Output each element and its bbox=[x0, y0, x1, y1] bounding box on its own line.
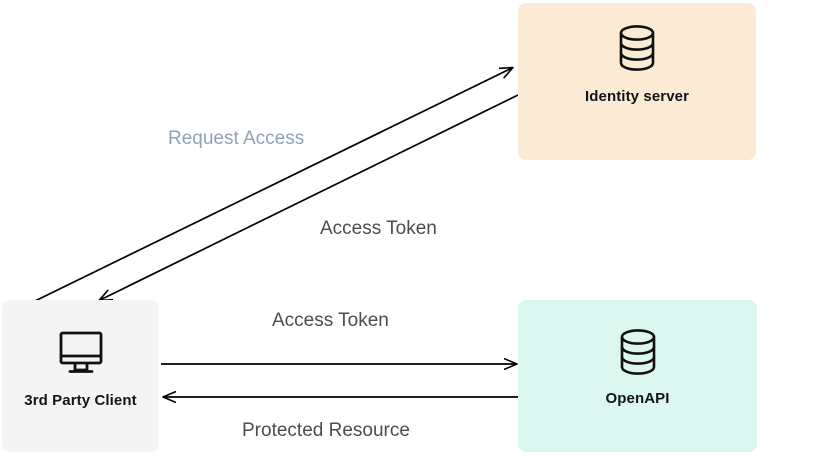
node-identity-server-label: Identity server bbox=[584, 88, 690, 105]
database-icon bbox=[616, 328, 660, 376]
edge-label-protected-resource: Protected Resource bbox=[242, 420, 410, 441]
edge-access-token-return-line bbox=[100, 94, 519, 300]
edge-label-access-token-from-identity: Access Token bbox=[320, 218, 437, 239]
node-openapi[interactable]: OpenAPI bbox=[518, 300, 757, 452]
node-third-party-client[interactable]: 3rd Party Client bbox=[2, 300, 159, 452]
edge-label-request-access: Request Access bbox=[168, 128, 305, 149]
database-icon bbox=[615, 24, 659, 72]
node-third-party-client-label: 3rd Party Client bbox=[24, 391, 137, 409]
monitor-icon bbox=[57, 330, 105, 376]
edge-label-access-token-to-openapi: Access Token bbox=[272, 310, 389, 331]
edge-request-access-line bbox=[34, 68, 512, 302]
node-openapi-label: OpenAPI bbox=[605, 389, 670, 407]
node-identity-server[interactable]: Identity server bbox=[518, 3, 756, 160]
